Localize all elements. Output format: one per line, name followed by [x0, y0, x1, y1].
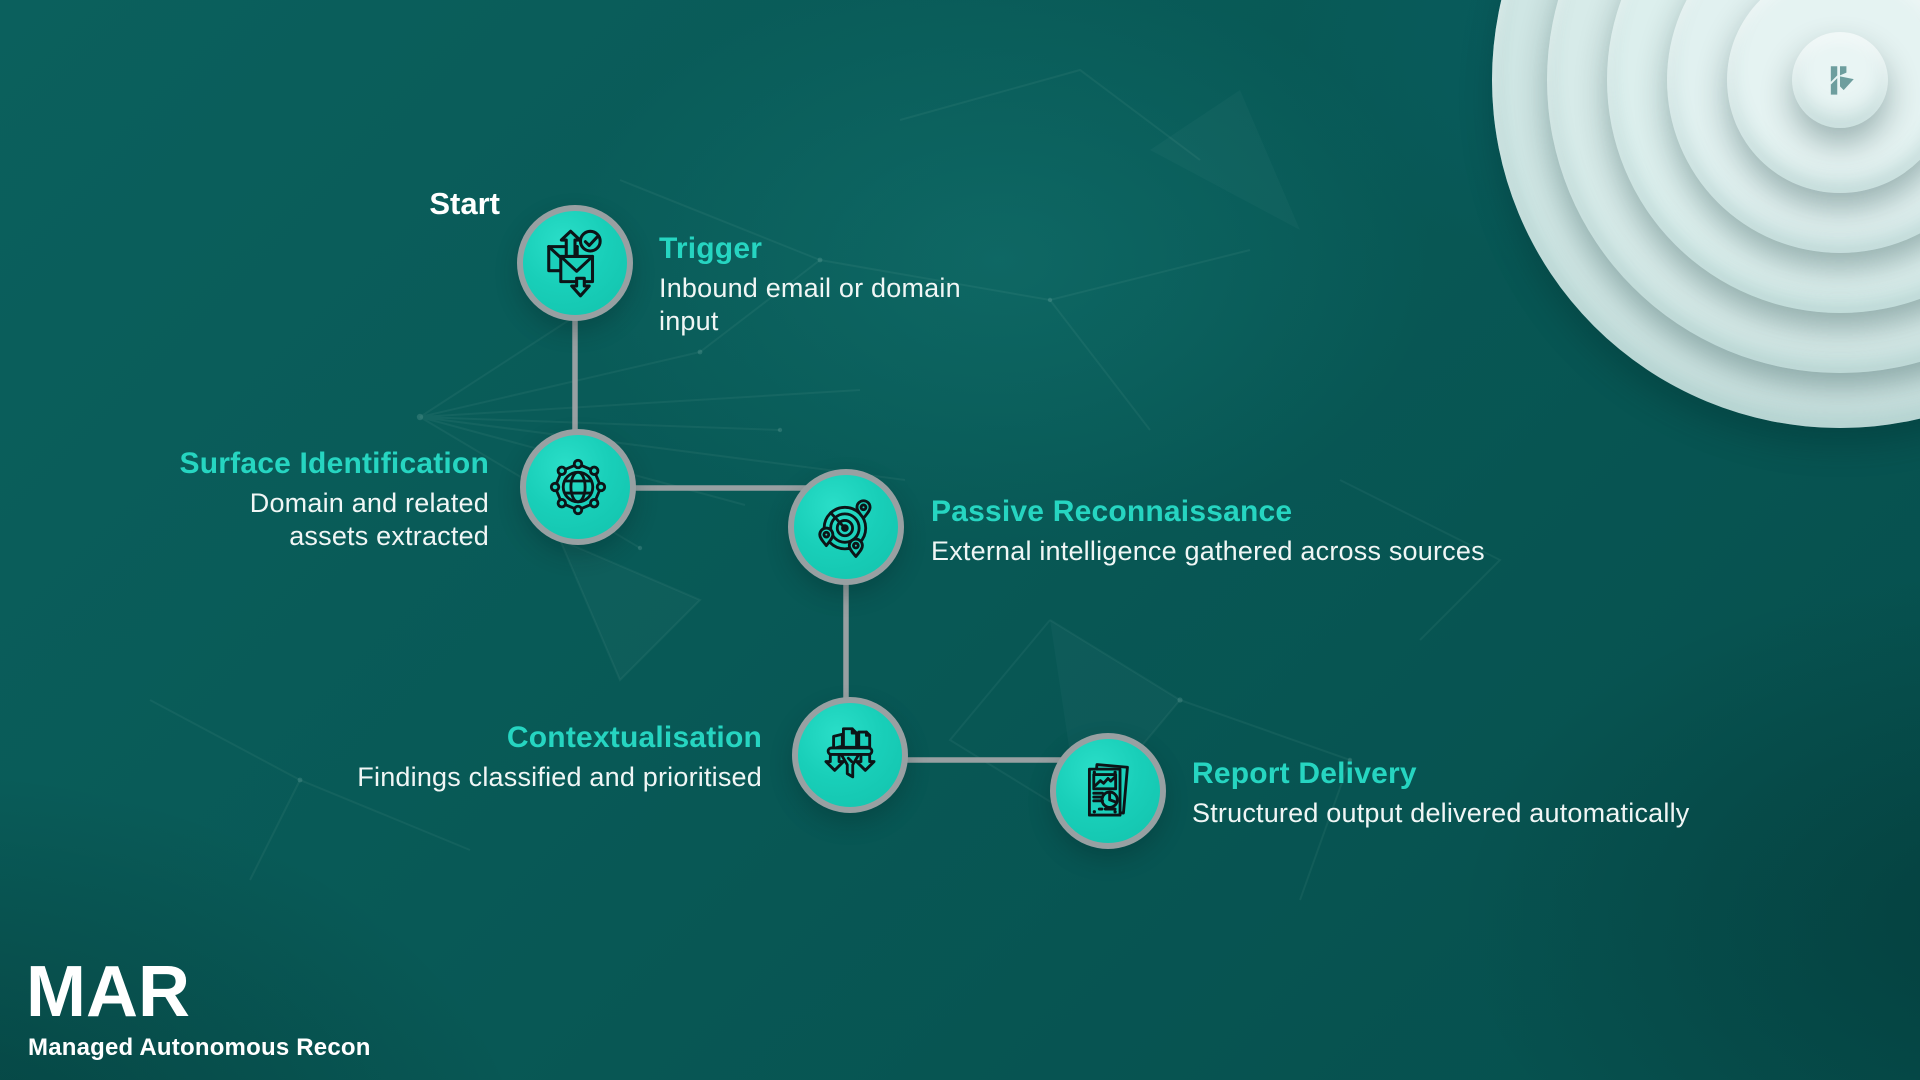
step-title: Report Delivery — [1192, 757, 1417, 790]
step-text-trigger: Trigger Inbound email or domain input — [659, 233, 1019, 338]
report-document-icon — [1087, 763, 1129, 817]
step-node-report-delivery — [1050, 733, 1166, 849]
start-label: Start — [429, 186, 500, 221]
brand-full-name: Managed Autonomous Recon — [28, 1034, 371, 1061]
brand-block: MAR Managed Autonomous Recon — [26, 956, 371, 1060]
step-title: Surface Identification — [179, 447, 489, 480]
step-node-surface-identification — [520, 429, 636, 545]
step-node-passive-reconnaissance — [788, 469, 904, 585]
step-description: External intelligence gathered across so… — [931, 535, 1485, 566]
step-title: Trigger — [659, 232, 763, 265]
email-automation-icon — [547, 229, 602, 298]
step-text-report-delivery: Report Delivery Structured output delive… — [1192, 758, 1812, 830]
arrow-h-logo-icon — [1830, 66, 1854, 95]
step-title: Passive Reconnaissance — [931, 495, 1293, 528]
step-node-trigger — [517, 205, 633, 321]
step-text-surface-identification: Surface Identification Domain and relate… — [139, 448, 489, 553]
step-text-contextualisation: Contextualisation Findings classified an… — [310, 722, 762, 794]
step-description: Structured output delivered automaticall… — [1192, 797, 1690, 828]
step-node-contextualisation — [792, 697, 908, 813]
step-description: Inbound email or domain input — [659, 272, 961, 336]
step-description: Findings classified and prioritised — [357, 761, 762, 792]
brand-acronym: MAR — [26, 952, 190, 1032]
step-description: Domain and related assets extracted — [249, 487, 489, 551]
step-text-passive-reconnaissance: Passive Reconnaissance External intellig… — [931, 496, 1611, 568]
funnel-filter-icon — [824, 727, 876, 779]
radar-scan-icon — [818, 499, 872, 558]
step-title: Contextualisation — [506, 721, 762, 754]
globe-network-icon — [549, 458, 607, 516]
